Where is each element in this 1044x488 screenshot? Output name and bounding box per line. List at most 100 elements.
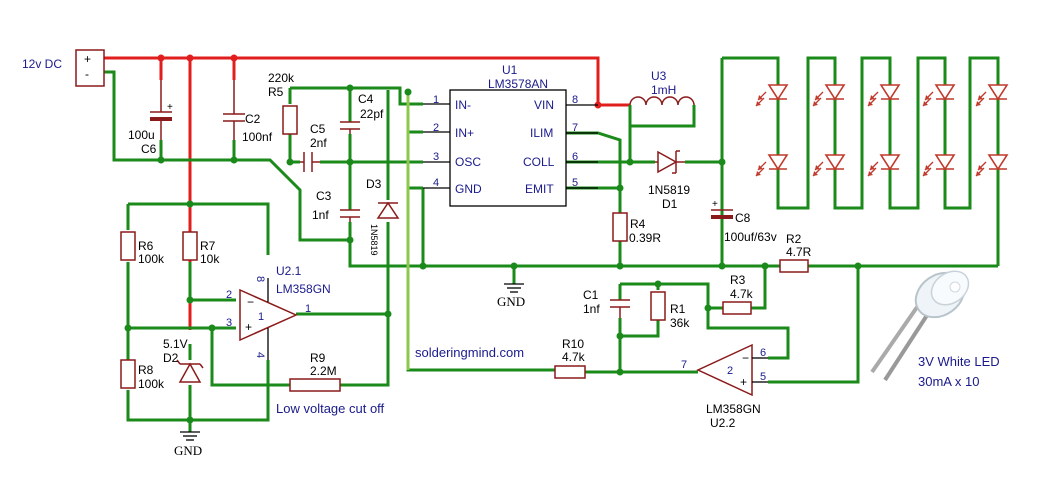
ic-u1: U1 LM3578AN 1 IN- 2 IN+ 3 OSC 4 GND 8 VI… — [423, 63, 598, 207]
r2-value: 4.7R — [786, 245, 812, 259]
resistor-r5: 220k R5 — [268, 71, 298, 135]
dc-input-connector: + - 12v DC — [22, 49, 105, 87]
r8-value: 100k — [138, 377, 165, 391]
resistor-r6: R6 100k — [120, 231, 165, 266]
website-label: solderingmind.com — [415, 345, 524, 360]
d3-ref: D3 — [366, 177, 382, 191]
opamp-u2-1: − + 2 3 1 1 8 4 U2.1 LM358GN — [226, 264, 331, 360]
r3-value: 4.7k — [730, 287, 754, 301]
led-2-1 — [812, 84, 846, 107]
c3-ref: C3 — [316, 189, 332, 203]
connector-minus-sign: - — [85, 67, 89, 81]
capacitor-c8: + C8 100uf/63v — [711, 199, 777, 244]
led-2-2 — [812, 154, 846, 177]
capacitor-c1: C1 1nf — [583, 288, 630, 318]
led-3-2 — [867, 154, 901, 177]
d3-part: 1N5819 — [369, 224, 379, 256]
r4-value: 0.39R — [629, 231, 661, 245]
c8-polarity: + — [712, 199, 718, 210]
u2-1-pin4: 4 — [254, 352, 266, 358]
capacitor-c4: C4 22pf — [340, 92, 384, 134]
u2-2-ref: U2.2 — [710, 416, 736, 430]
c4-value: 22pf — [360, 107, 384, 121]
led-spec-label: 3V White LED — [918, 354, 1000, 369]
u3-value: 1mH — [651, 83, 676, 97]
r10-value: 4.7k — [562, 350, 586, 364]
gnd-symbol-bottom: GND — [174, 431, 202, 458]
resistor-r9: R9 2.2M — [289, 351, 341, 392]
led-5-2 — [975, 154, 1009, 177]
u1-pin7-num: 7 — [572, 122, 578, 134]
inductor-u3: U3 1mH — [629, 69, 695, 106]
u2-2-pin7: 7 — [681, 359, 687, 371]
led-3-1 — [867, 84, 901, 107]
u2-2-part: LM358GN — [706, 402, 761, 416]
u2-2-unit: 2 — [727, 365, 733, 377]
capacitor-c6: + 100u C6 — [128, 80, 173, 156]
u1-pin3-num: 3 — [433, 151, 439, 163]
c1-value: 1nf — [583, 302, 600, 316]
r7-ref: R7 — [200, 239, 216, 253]
capacitor-c3: C3 1nf — [312, 189, 360, 222]
u1-pin1-num: 1 — [433, 94, 439, 106]
u2-1-pin2: 2 — [226, 289, 232, 301]
r6-value: 100k — [138, 252, 165, 266]
resistor-r1: R1 36k — [650, 291, 690, 330]
u2-2-plus-sign: + — [740, 375, 747, 389]
u1-pin1-name: IN- — [455, 98, 471, 112]
resistor-r8: R8 100k — [120, 359, 165, 391]
r2-ref: R2 — [786, 232, 802, 246]
led-4-2 — [922, 154, 956, 177]
led-current-label: 30mA x 10 — [918, 374, 979, 389]
led-1-2 — [755, 154, 789, 177]
resistor-r10: R10 4.7k — [554, 337, 586, 379]
c2-value: 100nf — [242, 130, 273, 144]
u2-1-minus-sign: − — [247, 295, 254, 309]
c5-value: 2nf — [310, 136, 327, 150]
diode-d3: D3 1N5819 — [366, 177, 400, 256]
u1-pin2-name: IN+ — [455, 126, 474, 140]
resistor-r3: R3 4.7k — [722, 273, 754, 315]
capacitor-c2: C2 100nf — [223, 80, 273, 144]
r4-ref: R4 — [630, 217, 646, 231]
u1-ref: U1 — [502, 63, 518, 77]
u2-2-pin5: 5 — [760, 371, 766, 383]
gnd-symbol-top: GND — [497, 283, 525, 309]
u2-1-ref: U2.1 — [276, 264, 302, 278]
r5-value: 220k — [268, 71, 295, 85]
d2-value: 5.1V — [163, 337, 188, 351]
low-voltage-note: Low voltage cut off — [276, 401, 385, 416]
r6-ref: R6 — [138, 239, 154, 253]
u1-pin4-num: 4 — [433, 177, 439, 189]
u1-pin8-num: 8 — [572, 94, 578, 106]
opamp-u2-2: 6 5 7 2 − + LM358GN U2.2 — [681, 343, 768, 430]
c8-value: 100uf/63v — [724, 230, 777, 244]
r5-ref: R5 — [268, 85, 284, 99]
gnd-label-bottom: GND — [174, 443, 202, 458]
r10-ref: R10 — [562, 337, 584, 351]
r7-value: 10k — [200, 252, 220, 266]
r9-value: 2.2M — [310, 364, 337, 378]
gnd-label-top: GND — [497, 294, 525, 309]
u1-pin6-num: 6 — [572, 151, 578, 163]
capacitor-c5: C5 2nf — [300, 122, 327, 172]
u1-pin5-name: EMIT — [525, 182, 554, 196]
u2-1-pin8: 8 — [254, 276, 266, 282]
c2-ref: C2 — [245, 112, 261, 126]
u2-1-pin1: 1 — [305, 303, 311, 315]
u2-1-unit: 1 — [258, 311, 264, 323]
u1-pin2-num: 2 — [433, 122, 439, 134]
d1-part: 1N5819 — [648, 183, 690, 197]
led-array — [755, 84, 1009, 177]
r1-ref: R1 — [670, 302, 686, 316]
c1-ref: C1 — [583, 288, 599, 302]
white-led-illustration — [870, 270, 970, 382]
c6-ref: C6 — [141, 142, 157, 156]
u1-pin7-name: ILIM — [530, 126, 553, 140]
u1-pin4-name: GND — [455, 182, 482, 196]
junction-dots — [124, 54, 862, 424]
u1-pin5-num: 5 — [572, 177, 578, 189]
c4-ref: C4 — [358, 92, 374, 106]
